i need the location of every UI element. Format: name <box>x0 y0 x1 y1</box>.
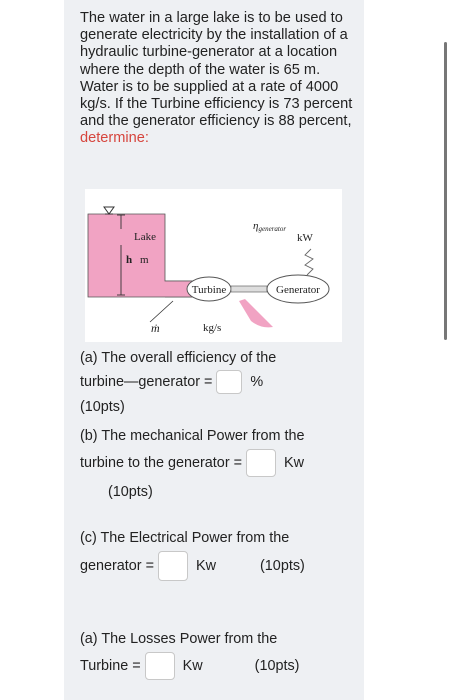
turbine-label: Turbine <box>192 284 227 296</box>
unit-c: Kw <box>196 557 217 574</box>
problem-text: The water in a large lake is to be used … <box>80 10 353 130</box>
mdot-label: ṁ <box>151 321 160 335</box>
shaft <box>230 285 268 293</box>
generator-label: Generator <box>276 284 320 296</box>
question-d-line2: Turbine = Kw (10pts) <box>80 652 299 680</box>
question-b: (b) The mechanical Power from the turbin… <box>80 425 304 503</box>
unit-d: Kw <box>182 657 203 674</box>
answer-box-d[interactable] <box>144 652 175 680</box>
question-a-line1: (a) The overall efficiency of the <box>80 350 277 366</box>
question-d-line1: (a) The Losses Power from the <box>80 631 278 647</box>
lake-label: Lake <box>134 231 156 243</box>
diagram-svg: Lake h m Turbine Generator ηgenerator kW… <box>87 206 330 335</box>
unit-b: Kw <box>284 454 305 471</box>
eta-label: ηgenerator <box>253 220 286 233</box>
problem-statement: The water in a large lake is to be used … <box>80 10 362 148</box>
answer-box-c[interactable] <box>158 551 189 581</box>
flow-unit: kg/s <box>203 322 221 334</box>
scrollbar[interactable] <box>444 42 447 340</box>
discharge-flow <box>239 299 273 328</box>
points-b: (10pts) <box>108 484 153 500</box>
answer-box-a[interactable] <box>216 370 243 394</box>
mdot-leader <box>149 300 174 323</box>
question-c-line2: generator = Kw (10pts) <box>80 551 305 581</box>
question-c-line1: (c) The Electrical Power from the <box>80 530 290 546</box>
power-output-symbol <box>304 248 314 276</box>
h-label: h <box>126 254 132 266</box>
question-d: (a) The Losses Power from the Turbine = … <box>80 628 299 680</box>
turbine-diagram: Lake h m Turbine Generator ηgenerator kW… <box>85 189 342 342</box>
kw-label: kW <box>297 232 314 244</box>
problem-emphasis: determine: <box>80 130 149 147</box>
answer-box-b[interactable] <box>246 449 277 477</box>
question-b-line2: turbine to the generator = Kw <box>80 449 304 477</box>
points-d: (10pts) <box>254 657 300 674</box>
m-label: m <box>140 254 149 266</box>
generator-shape <box>266 274 330 304</box>
unit-a: % <box>250 373 264 390</box>
points-a: (10pts) <box>80 399 125 415</box>
question-a: (a) The overall efficiency of the turbin… <box>80 347 276 418</box>
question-card <box>64 0 364 700</box>
question-c: (c) The Electrical Power from the genera… <box>80 527 305 581</box>
question-a-line2: turbine—generator = % <box>80 370 276 394</box>
free-surface-symbol <box>103 206 115 215</box>
points-c: (10pts) <box>260 557 305 574</box>
question-b-line1: (b) The mechanical Power from the <box>80 428 305 444</box>
